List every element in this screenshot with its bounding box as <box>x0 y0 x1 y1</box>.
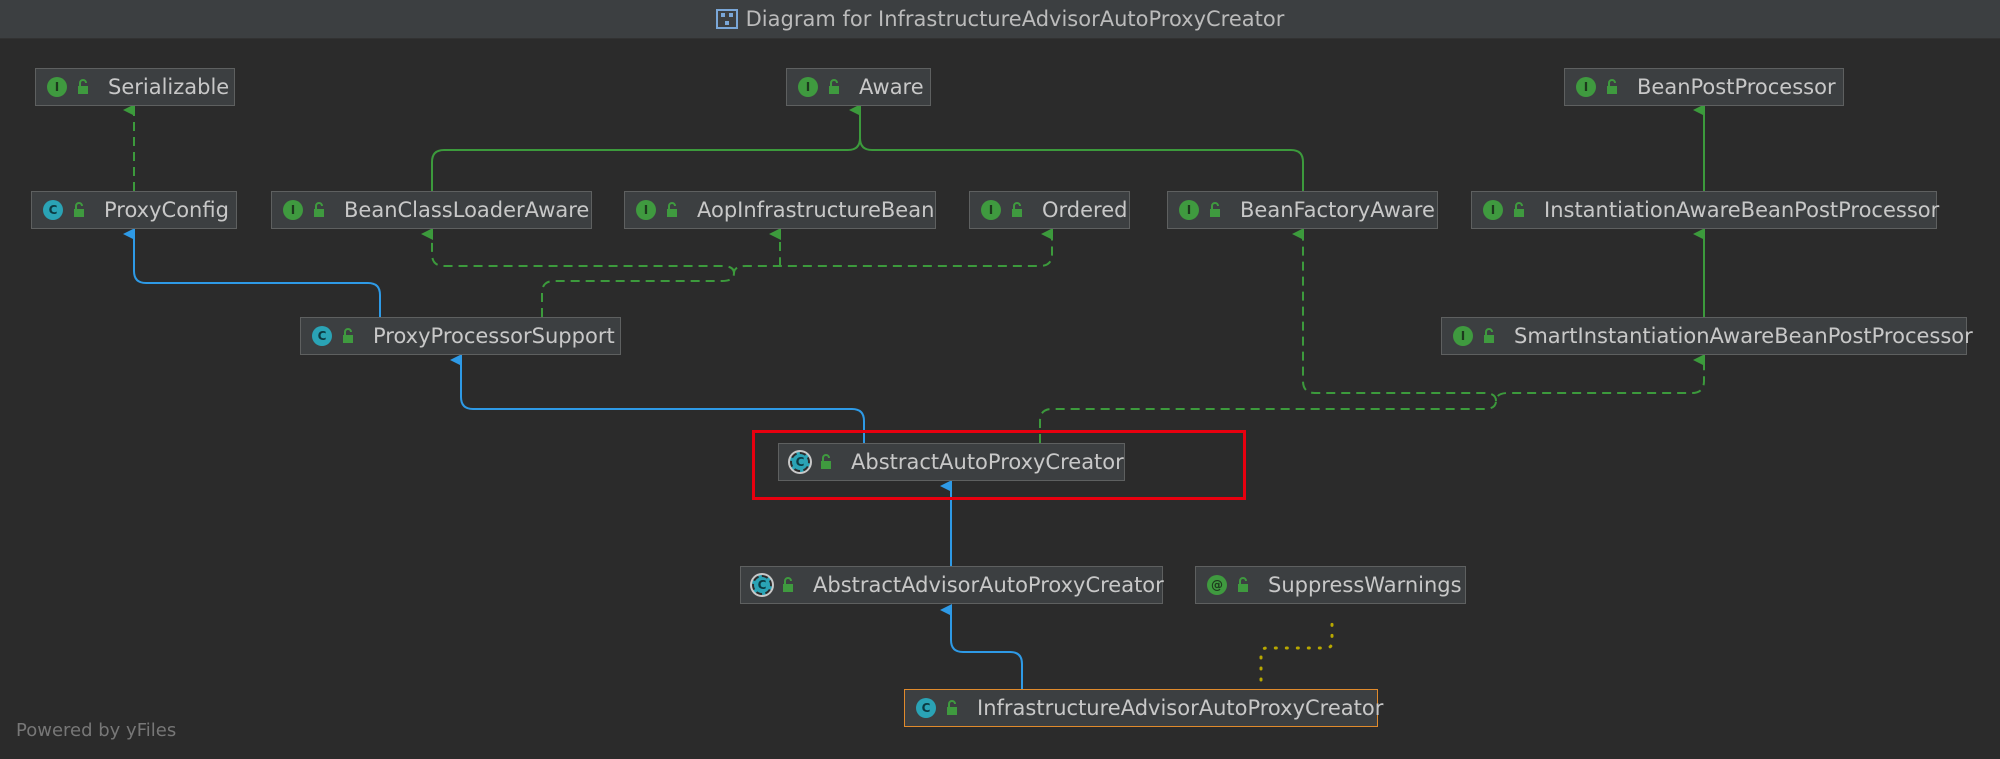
diagram-icon <box>715 9 738 29</box>
node-aware[interactable]: I Aware <box>786 68 931 106</box>
node-abstract-advisor-auto-proxy-creator[interactable]: C AbstractAdvisorAutoProxyCreator <box>740 566 1164 604</box>
node-smart-instantiation-aware-bean-post-processor[interactable]: I SmartInstantiationAwareBeanPostProcess… <box>1441 317 1973 355</box>
node-proxy-processor-support[interactable]: C ProxyProcessorSupport <box>300 317 621 355</box>
annotation-icon: @ <box>1207 575 1227 595</box>
node-proxy-config[interactable]: C ProxyConfig <box>31 191 237 229</box>
node-label: SuppressWarnings <box>1268 573 1462 597</box>
interface-icon: I <box>1576 77 1596 97</box>
unlock-icon <box>1607 79 1617 94</box>
node-label: ProxyProcessorSupport <box>373 324 615 348</box>
edge-iaapc-suppresswarnings <box>1259 616 1334 682</box>
interface-icon: I <box>1179 200 1199 220</box>
edge-pps-proxyconfig <box>123 228 381 317</box>
node-label: AopInfrastructureBean <box>697 198 935 222</box>
node-label: Ordered <box>1042 198 1128 222</box>
interface-icon: I <box>1453 326 1473 346</box>
unlock-icon <box>1514 202 1524 217</box>
abstract-class-icon: C <box>790 452 810 472</box>
edge-aapc-interfaces <box>1039 354 1705 443</box>
interface-icon: I <box>798 77 818 97</box>
class-icon: C <box>43 200 63 220</box>
node-instantiation-aware-bean-post-processor[interactable]: I InstantiationAwareBeanPostProcessor <box>1471 191 1939 229</box>
unlock-icon <box>314 202 324 217</box>
window-title: Diagram for InfrastructureAdvisorAutoPro… <box>745 7 1285 31</box>
node-bean-factory-aware[interactable]: I BeanFactoryAware <box>1167 191 1438 229</box>
unlock-icon <box>947 700 957 715</box>
node-label: SmartInstantiationAwareBeanPostProcessor <box>1514 324 1973 348</box>
node-label: BeanFactoryAware <box>1240 198 1435 222</box>
interface-icon: I <box>981 200 1001 220</box>
interface-icon: I <box>1483 200 1503 220</box>
node-label: Serializable <box>108 75 230 99</box>
node-label: BeanClassLoaderAware <box>344 198 590 222</box>
unlock-icon <box>1012 202 1022 217</box>
unlock-icon <box>343 328 353 343</box>
node-label: AbstractAutoProxyCreator <box>851 450 1124 474</box>
interface-icon: I <box>636 200 656 220</box>
node-infrastructure-advisor-auto-proxy-creator[interactable]: C InfrastructureAdvisorAutoProxyCreator <box>904 689 1383 727</box>
node-label: InfrastructureAdvisorAutoProxyCreator <box>977 696 1384 720</box>
node-abstract-auto-proxy-creator[interactable]: C AbstractAutoProxyCreator <box>778 443 1125 481</box>
window-title-bar: Diagram for InfrastructureAdvisorAutoPro… <box>0 0 2000 39</box>
powered-by-footer: Powered by yFiles <box>16 720 177 741</box>
interface-icon: I <box>283 200 303 220</box>
node-label: AbstractAdvisorAutoProxyCreator <box>813 573 1164 597</box>
edge-beanfactoryaware-aware <box>859 137 1304 191</box>
node-ordered[interactable]: I Ordered <box>969 191 1130 229</box>
unlock-icon <box>1484 328 1494 343</box>
edge-aapc-pps <box>450 354 865 443</box>
class-icon: C <box>916 698 936 718</box>
node-label: InstantiationAwareBeanPostProcessor <box>1544 198 1940 222</box>
edge-aapc-beanfactoryaware <box>1292 228 1497 402</box>
node-bean-post-processor[interactable]: I BeanPostProcessor <box>1564 68 1844 106</box>
node-label: ProxyConfig <box>104 198 229 222</box>
abstract-class-icon: C <box>752 575 772 595</box>
edge-pps-beanclassloaderaware <box>421 228 735 274</box>
edge-beanclassloaderaware-aware <box>431 104 861 191</box>
selection-highlight <box>752 430 1246 500</box>
node-suppress-warnings[interactable]: @ SuppressWarnings <box>1195 566 1466 604</box>
unlock-icon <box>74 202 84 217</box>
node-aop-infrastructure-bean[interactable]: I AopInfrastructureBean <box>624 191 936 229</box>
interface-icon: I <box>47 77 67 97</box>
unlock-icon <box>783 577 793 592</box>
unlock-icon <box>667 202 677 217</box>
unlock-icon <box>1238 577 1248 592</box>
node-label: BeanPostProcessor <box>1637 75 1836 99</box>
unlock-icon <box>829 79 839 94</box>
node-bean-class-loader-aware[interactable]: I BeanClassLoaderAware <box>271 191 592 229</box>
edge-iaapc-aaapc <box>940 604 1023 690</box>
edge-pps-interfaces <box>541 228 1053 317</box>
unlock-icon <box>1210 202 1220 217</box>
class-icon: C <box>312 326 332 346</box>
unlock-icon <box>78 79 88 94</box>
unlock-icon <box>821 454 831 469</box>
node-label: Aware <box>859 75 924 99</box>
node-serializable[interactable]: I Serializable <box>35 68 235 106</box>
